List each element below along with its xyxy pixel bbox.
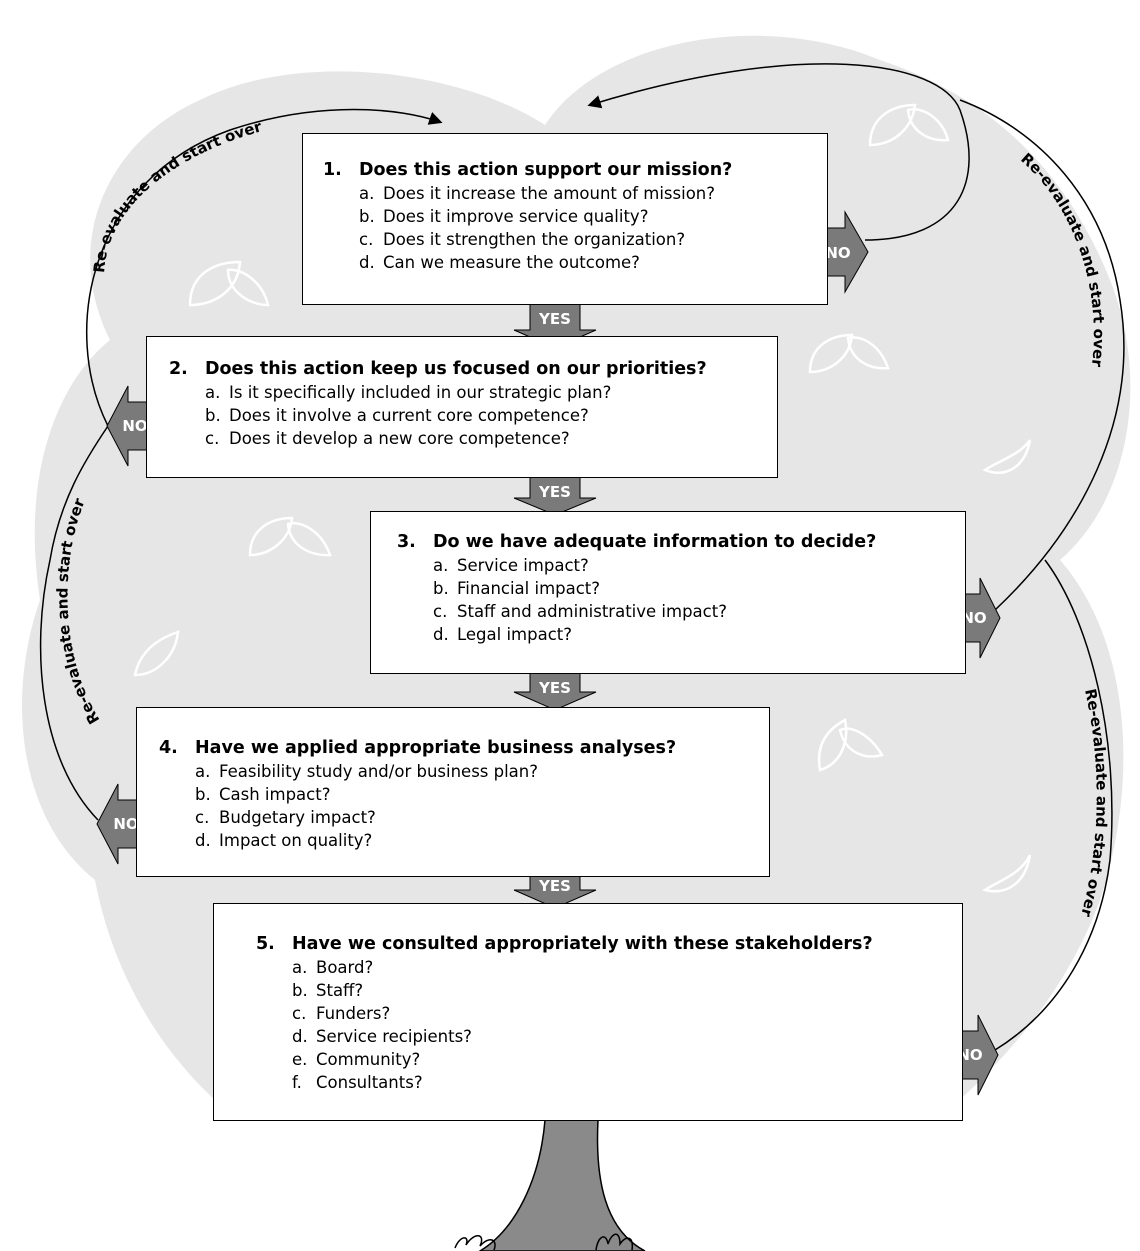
question-subitem: d.Service recipients? bbox=[292, 1027, 472, 1046]
grass-tufts bbox=[454, 1233, 634, 1251]
question-box-2: 2. Does this action keep us focused on ou… bbox=[146, 336, 778, 478]
question-box-3: 3. Do we have adequate information to dec… bbox=[370, 511, 966, 674]
yes-arrow-2: YES bbox=[513, 474, 597, 516]
question-box-1: 1.Does this action support our mission? … bbox=[302, 133, 828, 305]
question-subitem: c.Does it develop a new core competence? bbox=[205, 429, 570, 448]
question-subitem: d.Impact on quality? bbox=[195, 831, 373, 850]
question-number: 2. bbox=[169, 359, 188, 379]
tree-trunk bbox=[478, 1119, 646, 1251]
yes-arrow-1: YES bbox=[513, 295, 597, 349]
question-text: Does this action support our mission? bbox=[359, 160, 733, 180]
leaf-decorations bbox=[133, 103, 1032, 893]
question-title: 4. Have we applied appropriate business a… bbox=[159, 736, 769, 760]
question-text: Does this action keep us focused on our … bbox=[205, 359, 707, 379]
question-subitem: a.Is it specifically included in our str… bbox=[205, 383, 612, 402]
svg-text:NO: NO bbox=[961, 609, 986, 627]
question-subitem: d.Legal impact? bbox=[433, 625, 573, 644]
svg-text:NO: NO bbox=[113, 815, 138, 833]
question-subitem: c.Funders? bbox=[292, 1004, 391, 1023]
question-subitem: a.Service impact? bbox=[433, 556, 589, 575]
question-number: 1. bbox=[323, 160, 342, 180]
question-title: 1. Does this action support our mission? bbox=[323, 158, 827, 182]
question-subitem: e.Community? bbox=[292, 1050, 421, 1069]
svg-text:YES: YES bbox=[538, 483, 571, 501]
question-title: 3. Do we have adequate information to dec… bbox=[397, 530, 965, 554]
question-subitem: d.Can we measure the outcome? bbox=[359, 253, 640, 272]
question-text: Have we applied appropriate business ana… bbox=[195, 738, 677, 758]
question-text: Do we have adequate information to decid… bbox=[433, 532, 877, 552]
question-box-4: 4. Have we applied appropriate business a… bbox=[136, 707, 770, 877]
question-box-5: 5. Have we consulted appropriately with t… bbox=[213, 903, 963, 1121]
question-number: 5. bbox=[256, 934, 275, 954]
yes-arrow-3: YES bbox=[513, 671, 597, 711]
svg-text:NO: NO bbox=[957, 1046, 982, 1064]
question-text: Have we consulted appropriately with the… bbox=[292, 934, 873, 954]
svg-text:NO: NO bbox=[122, 417, 147, 435]
question-subitem: c.Staff and administrative impact? bbox=[433, 602, 727, 621]
question-subitem: b.Does it involve a current core compete… bbox=[205, 406, 589, 425]
svg-text:YES: YES bbox=[538, 877, 571, 895]
question-title: 5. Have we consulted appropriately with t… bbox=[256, 932, 962, 956]
question-subitem: c.Does it strengthen the organization? bbox=[359, 230, 686, 249]
question-subitem: b.Staff? bbox=[292, 981, 364, 1000]
question-subitem: a.Board? bbox=[292, 958, 374, 977]
question-subitem: f.Consultants? bbox=[292, 1073, 423, 1092]
question-number: 3. bbox=[397, 532, 416, 552]
question-subitem: a.Feasibility study and/or business plan… bbox=[195, 762, 539, 781]
svg-text:YES: YES bbox=[538, 679, 571, 697]
question-subitem: b.Does it improve service quality? bbox=[359, 207, 649, 226]
question-subitem: a.Does it increase the amount of mission… bbox=[359, 184, 716, 203]
question-number: 4. bbox=[159, 738, 178, 758]
question-title: 2. Does this action keep us focused on ou… bbox=[169, 357, 777, 381]
loop-connectors bbox=[39, 63, 1125, 1051]
yes-arrow-4: YES bbox=[513, 874, 597, 909]
question-subitem: c.Budgetary impact? bbox=[195, 808, 376, 827]
svg-text:NO: NO bbox=[825, 244, 850, 262]
question-subitem: b.Cash impact? bbox=[195, 785, 331, 804]
question-subitem: b.Financial impact? bbox=[433, 579, 601, 598]
svg-text:YES: YES bbox=[538, 310, 571, 328]
